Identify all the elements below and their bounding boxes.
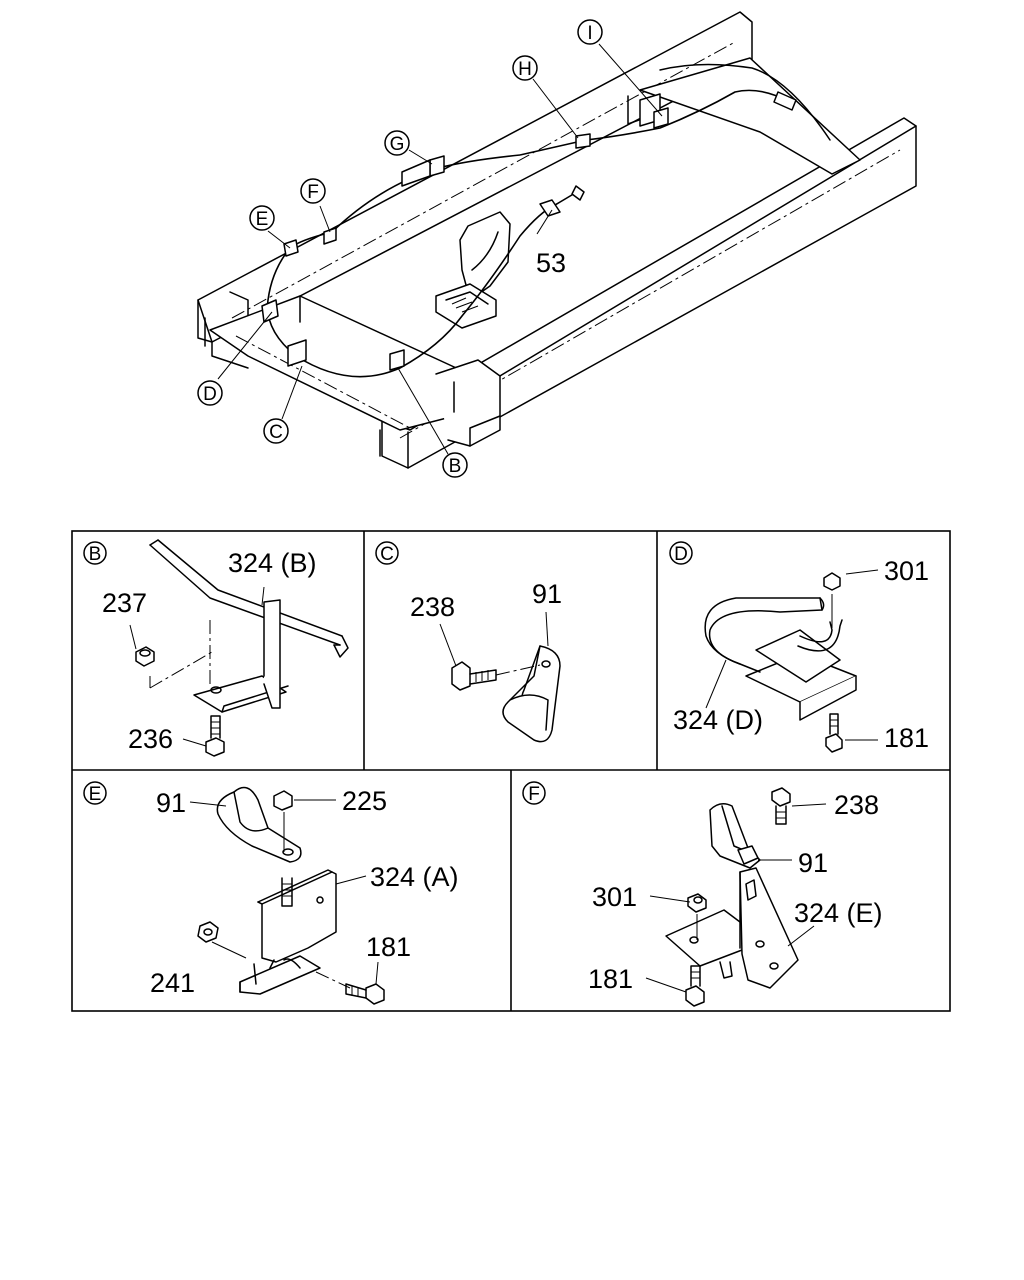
svg-text:C: C xyxy=(269,422,283,443)
svg-text:D: D xyxy=(203,384,217,405)
panel-f-letter: F xyxy=(522,781,546,805)
brake-cable-53 xyxy=(261,89,797,378)
panel-c-letter: C xyxy=(375,541,399,565)
detail-panel-e: E 91 225 324 (A) 241 181 xyxy=(83,781,459,1005)
label-225: 225 xyxy=(342,786,387,816)
label-181-f: 181 xyxy=(588,964,633,994)
label-181-d: 181 xyxy=(884,723,929,753)
panel-d-letter: D xyxy=(669,541,693,565)
middle-crossmember xyxy=(435,211,511,329)
detail-panel-b: B 324 (B) 237 236 xyxy=(83,539,349,757)
svg-text:F: F xyxy=(307,182,319,203)
callout-d: D xyxy=(197,380,223,406)
label-238-c: 238 xyxy=(410,592,455,622)
svg-text:B: B xyxy=(449,456,462,477)
label-238-f: 238 xyxy=(834,790,879,820)
svg-text:E: E xyxy=(89,784,102,805)
detail-panel-f: F 238 91 301 324 (E) 181 xyxy=(522,781,883,1007)
callout-h: H xyxy=(512,55,538,81)
label-236: 236 xyxy=(128,724,173,754)
label-301-d: 301 xyxy=(884,556,929,586)
label-324-e: 324 (E) xyxy=(794,898,883,928)
callout-e: E xyxy=(249,205,275,231)
detail-panel-c: C 238 91 xyxy=(375,541,562,743)
overview-callouts: I H G F E D C B xyxy=(197,19,603,478)
front-crossmember xyxy=(209,295,501,447)
svg-text:E: E xyxy=(256,209,269,230)
svg-text:D: D xyxy=(674,544,688,565)
label-324-b: 324 (B) xyxy=(228,548,317,578)
svg-text:H: H xyxy=(518,59,532,80)
panel-e-letter: E xyxy=(83,781,107,805)
part-label-53: 53 xyxy=(536,248,566,278)
panel-b-letter: B xyxy=(83,541,107,565)
overview-leaders xyxy=(217,43,663,455)
label-91-f: 91 xyxy=(798,848,828,878)
label-181-e: 181 xyxy=(366,932,411,962)
label-241: 241 xyxy=(150,968,195,998)
callout-g: G xyxy=(384,130,410,156)
svg-text:I: I xyxy=(587,23,592,44)
callout-i: I xyxy=(577,19,603,45)
label-324-d: 324 (D) xyxy=(673,705,763,735)
svg-text:G: G xyxy=(390,134,405,155)
callout-b: B xyxy=(442,452,468,478)
svg-text:F: F xyxy=(528,784,540,805)
detail-frames xyxy=(71,530,951,1012)
label-91-e: 91 xyxy=(156,788,186,818)
label-324-a: 324 (A) xyxy=(370,862,459,892)
label-301-f: 301 xyxy=(592,882,637,912)
svg-text:B: B xyxy=(89,544,102,565)
callout-c: C xyxy=(263,418,289,444)
detail-panel-d: D 301 324 (D) 181 xyxy=(669,541,929,753)
label-91-c: 91 xyxy=(532,579,562,609)
callout-f: F xyxy=(300,178,326,204)
label-237: 237 xyxy=(102,588,147,618)
svg-text:C: C xyxy=(380,544,394,565)
chassis-overview: I H G F E D C B 53 xyxy=(197,11,917,478)
